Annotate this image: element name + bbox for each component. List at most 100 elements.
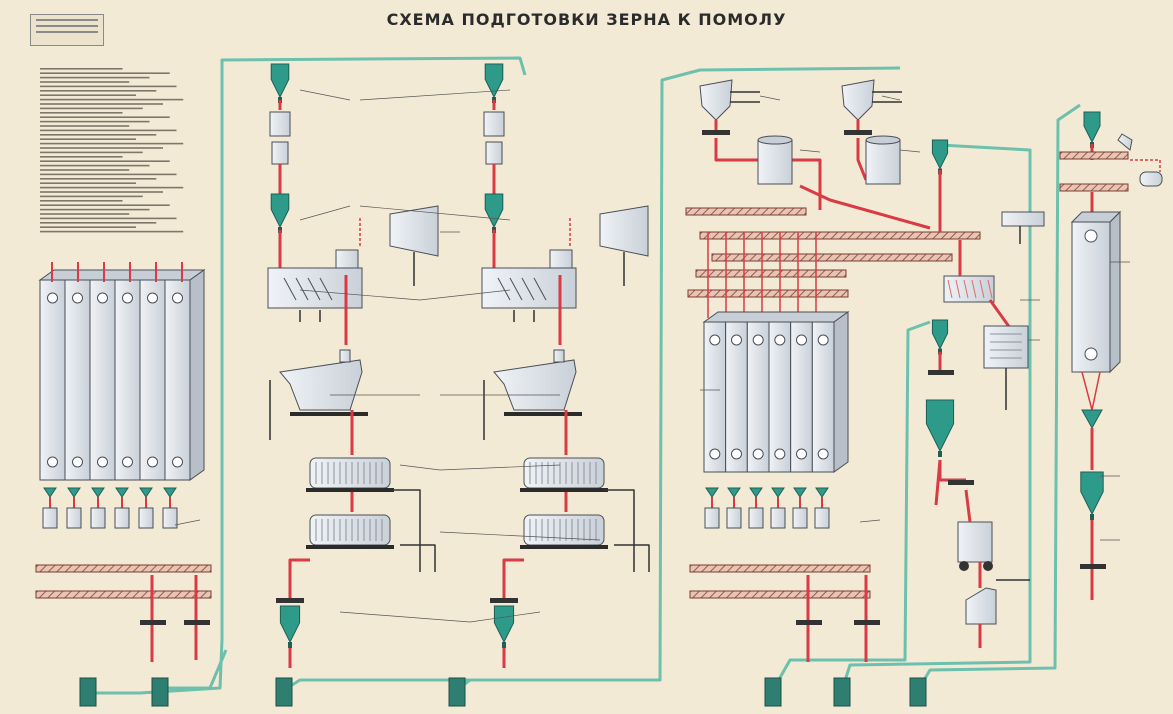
line1-hopper	[272, 142, 288, 164]
line1-cyclone-bottom	[280, 606, 299, 648]
outlet-funnel-icon	[794, 488, 806, 497]
line1-cyclone-top	[271, 64, 289, 103]
silo-bin-left	[40, 270, 204, 480]
line1-washer-1	[306, 458, 394, 492]
screw-conveyor-icon	[686, 208, 806, 215]
screw-conveyor-icon	[36, 565, 211, 572]
grain-pipe	[1082, 372, 1092, 410]
outlet-funnel-icon	[1082, 410, 1102, 428]
feeder-box	[771, 508, 785, 528]
outlet-funnel-icon	[728, 488, 740, 497]
line1-washer-2	[306, 515, 394, 549]
outlet-funnel-icon	[750, 488, 762, 497]
fan-icon	[276, 678, 292, 706]
magnetic-separator	[984, 326, 1028, 368]
grain-pipe	[1092, 372, 1100, 410]
cyclone-column-bottom	[1081, 472, 1103, 520]
outlet-funnel-icon	[44, 488, 56, 497]
screw-conveyor-icon	[1060, 184, 1128, 191]
outlet-funnel-icon	[706, 488, 718, 497]
hull-scourer	[1118, 134, 1132, 150]
outlet-funnel-icon	[92, 488, 104, 497]
line2-scale	[484, 112, 504, 136]
grain-pipe	[1130, 160, 1160, 172]
leader-line	[900, 150, 920, 152]
cyclone-right	[932, 140, 947, 175]
aspirator	[600, 206, 648, 286]
outlet-funnel-icon	[772, 488, 784, 497]
fan-icon	[910, 678, 926, 706]
screw-mixer	[944, 276, 994, 302]
feeder-box	[139, 508, 153, 528]
leader-line	[400, 465, 440, 470]
feeder-box	[43, 508, 57, 528]
feeder-box	[115, 508, 129, 528]
grain-pipe	[858, 138, 866, 180]
screw-conveyor-icon	[690, 591, 870, 598]
aspirator	[390, 206, 438, 286]
leader-line	[175, 520, 200, 525]
fan-icon	[449, 678, 465, 706]
outlet-funnel-icon	[816, 488, 828, 497]
feeder-box	[793, 508, 807, 528]
outlet-funnel-icon	[116, 488, 128, 497]
screw-conveyor-icon	[690, 565, 870, 572]
screw-conveyor-icon	[712, 254, 952, 261]
cyclone-far-right	[1084, 112, 1100, 148]
outlet-funnel-icon	[164, 488, 176, 497]
leader-line	[340, 612, 470, 622]
screw-conveyor-icon	[696, 270, 846, 277]
line2-cyclone-bottom	[494, 606, 513, 648]
line2-cyclone-mid	[485, 194, 503, 233]
feeder-box	[705, 508, 719, 528]
grain-pipe	[966, 490, 970, 522]
tempering-column	[1072, 212, 1120, 372]
line1-scale	[270, 112, 290, 136]
leader-line	[882, 96, 900, 100]
grain-pipe	[940, 460, 966, 480]
air-pipe	[160, 650, 226, 688]
line2-washer-2	[520, 515, 608, 549]
outlet-funnel-icon	[140, 488, 152, 497]
waste-line	[614, 545, 649, 572]
feeder-box	[91, 508, 105, 528]
screw-conveyor-icon	[36, 591, 211, 598]
feeder-box	[163, 508, 177, 528]
scale-bar	[140, 620, 166, 625]
screw-conveyor-icon	[1060, 152, 1128, 159]
grain-pipe	[290, 560, 310, 600]
line2-hopper	[486, 142, 502, 164]
motor-icon	[1140, 172, 1162, 186]
fan-icon	[834, 678, 850, 706]
waste-line	[604, 490, 634, 572]
grain-pipe	[936, 460, 940, 505]
line2-scourer	[494, 350, 582, 416]
line2-cyclone-top	[485, 64, 503, 103]
entoleter	[958, 522, 993, 571]
leader-line	[360, 90, 510, 100]
scale-bar	[184, 620, 210, 625]
line2-separator	[482, 250, 576, 308]
feeder-box	[727, 508, 741, 528]
scale-bar	[490, 598, 518, 603]
leader-line	[800, 150, 820, 152]
screw-conveyor-icon	[688, 290, 848, 297]
grain-pipe	[990, 300, 1010, 328]
grain-pipe	[504, 560, 524, 600]
feeder-box	[67, 508, 81, 528]
outlet-funnel-icon	[68, 488, 80, 497]
air-pipe	[918, 105, 1080, 690]
legend-text	[40, 68, 183, 232]
feeder-box	[815, 508, 829, 528]
line2-washer-1	[520, 458, 608, 492]
line1-cyclone-mid	[271, 194, 289, 233]
moisture-dryer	[1002, 212, 1044, 226]
waste-line	[400, 545, 435, 572]
leader-line	[760, 96, 780, 100]
silo-bin-right	[704, 312, 848, 472]
fan-icon	[80, 678, 96, 706]
leader-line	[300, 206, 350, 220]
fan-icon	[152, 678, 168, 706]
